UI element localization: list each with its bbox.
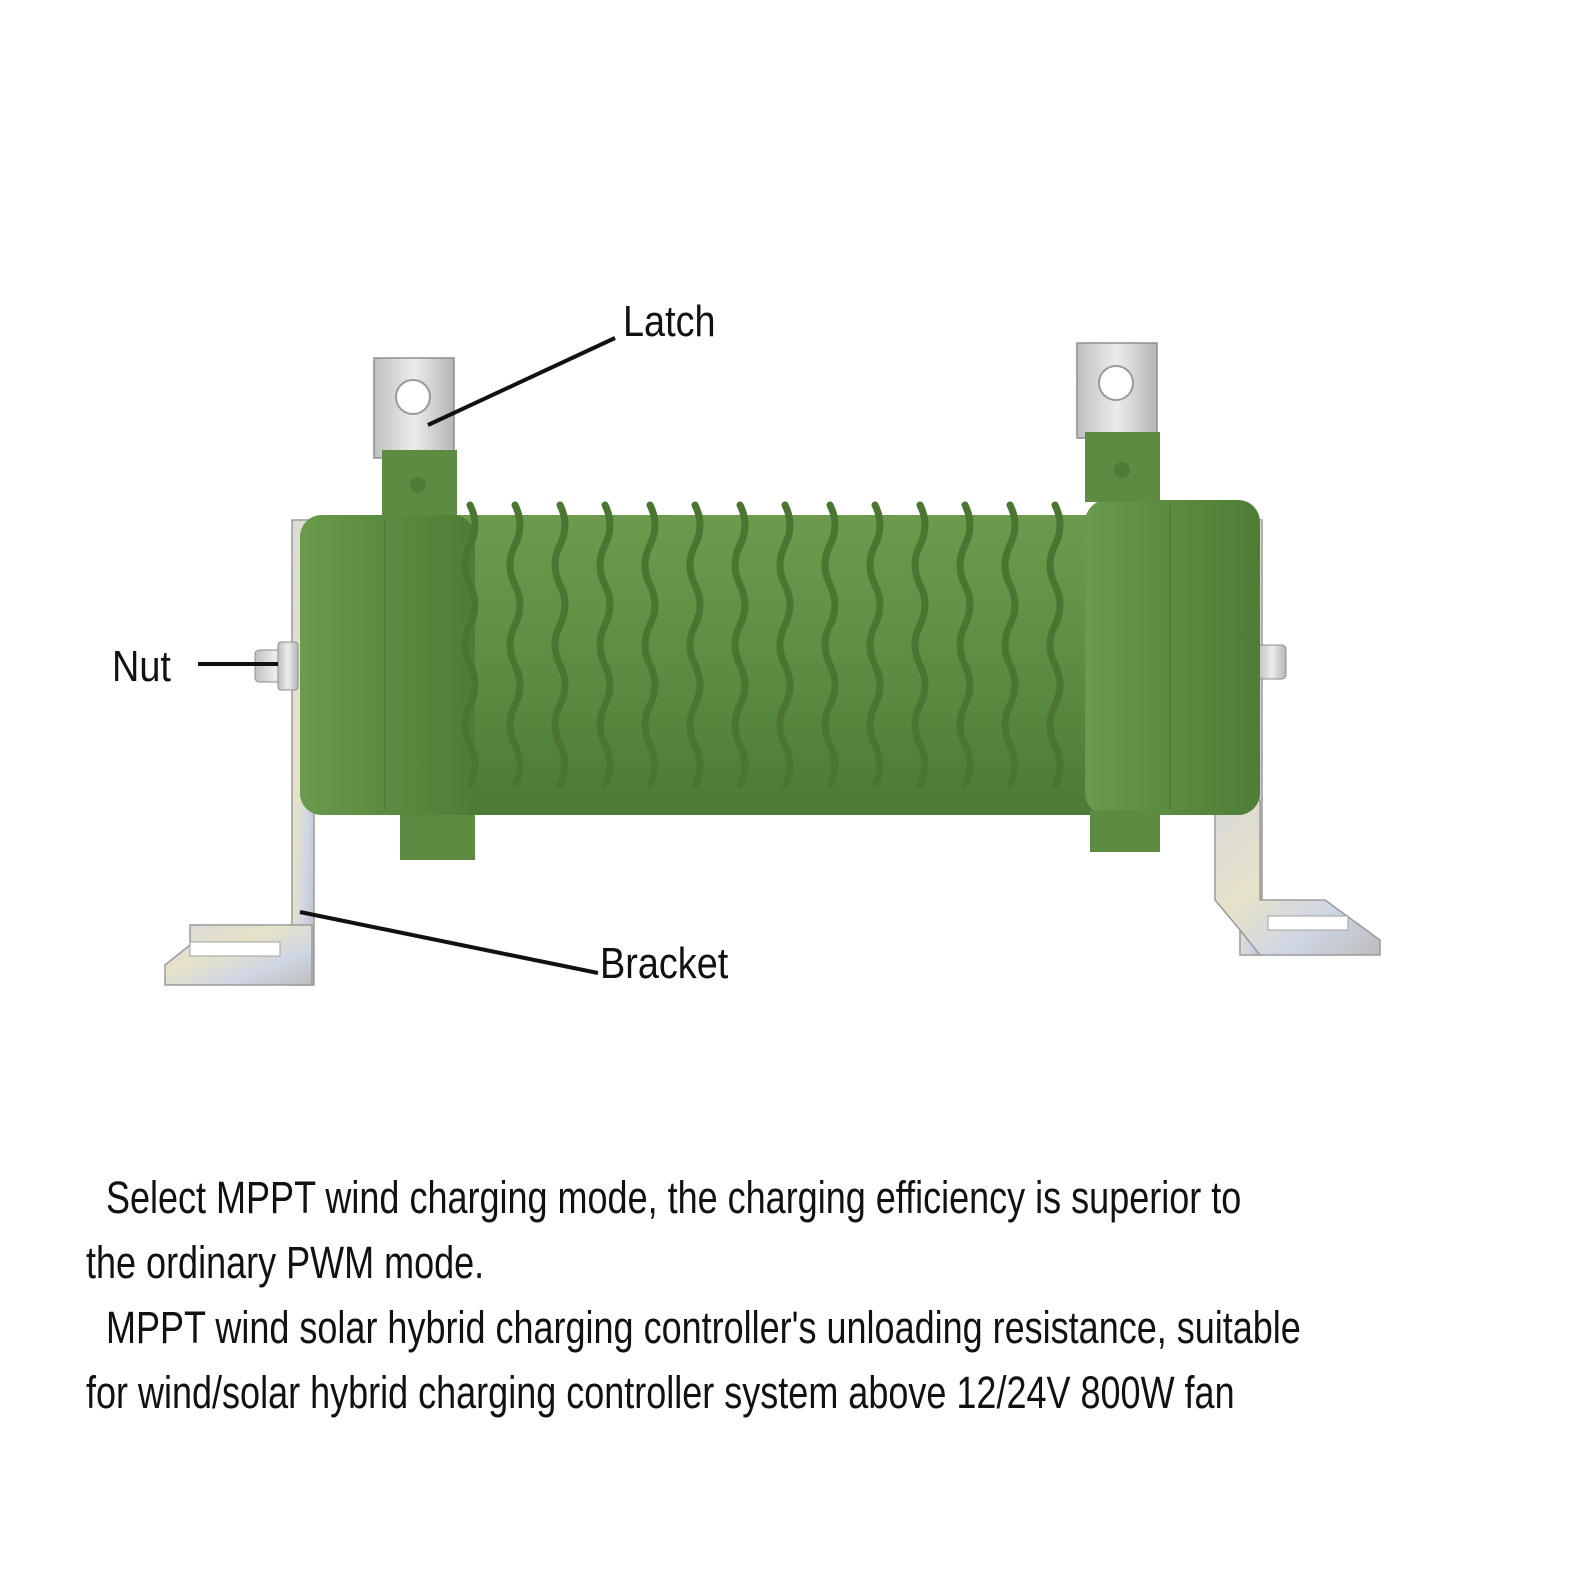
resistor-body <box>300 500 1260 860</box>
latch-tab-left <box>373 357 457 515</box>
callout-lines <box>198 336 616 975</box>
description-line-3: MPPT wind solar hybrid charging controll… <box>86 1302 1301 1353</box>
nut-right <box>1257 644 1287 680</box>
bracket-callout-line <box>299 910 599 975</box>
bracket-label: Bracket <box>600 939 729 988</box>
description-line-4: for wind/solar hybrid charging controlle… <box>86 1367 1235 1418</box>
latch-label: Latch <box>623 297 716 346</box>
latch-tab-right <box>1076 342 1160 502</box>
bracket-left <box>164 519 315 986</box>
latch-callout-line <box>427 336 616 427</box>
wire-coils <box>461 501 1064 789</box>
nut-label: Nut <box>112 642 171 691</box>
description-line-1: Select MPPT wind charging mode, the char… <box>86 1172 1242 1223</box>
description-line-2: the ordinary PWM mode. <box>86 1237 485 1288</box>
